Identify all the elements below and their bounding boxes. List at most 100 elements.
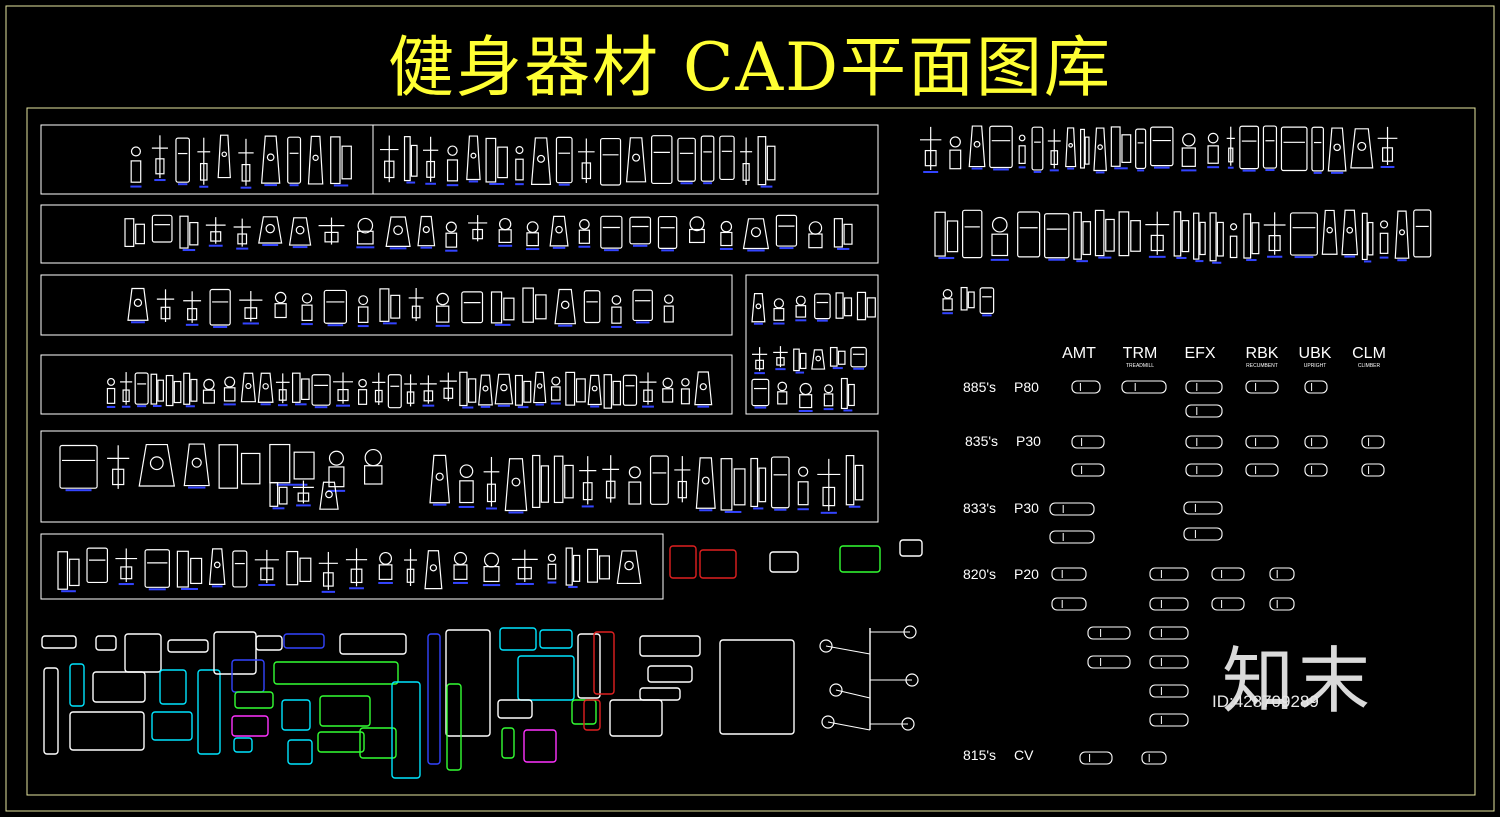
equipment-symbol xyxy=(663,294,674,323)
equipment-symbol xyxy=(1065,127,1077,170)
equipment-symbol xyxy=(257,372,274,406)
colored-equipment-symbol xyxy=(273,661,399,685)
equipment-symbol xyxy=(223,376,236,406)
colored-equipment-symbol xyxy=(583,699,601,731)
colored-equipment-symbol xyxy=(839,545,881,573)
colored-equipment-symbol xyxy=(167,639,209,653)
equipment-symbol xyxy=(934,211,959,260)
cardio-unit-icon xyxy=(1149,567,1189,581)
equipment-symbol xyxy=(1327,127,1347,174)
equipment-symbol xyxy=(408,288,424,322)
equipment-symbol xyxy=(587,548,610,583)
equipment-symbol xyxy=(798,382,813,413)
cable-line xyxy=(825,645,871,655)
colored-equipment-symbol xyxy=(339,633,407,655)
inner-border xyxy=(26,107,1476,796)
cardio-unit-icon xyxy=(1304,380,1328,394)
cable-line xyxy=(827,721,871,731)
cardio-unit-icon xyxy=(1185,404,1223,418)
equipment-symbol xyxy=(611,295,622,328)
equipment-symbol xyxy=(385,216,411,250)
equipment-symbol xyxy=(372,372,386,406)
cardio-unit-icon xyxy=(1183,527,1223,541)
equipment-symbol xyxy=(547,553,557,584)
equipment-symbol xyxy=(151,135,168,182)
equipment-symbol xyxy=(773,346,788,371)
colored-equipment-symbol xyxy=(281,699,311,731)
equipment-symbol xyxy=(1118,211,1141,257)
equipment-symbol xyxy=(459,371,477,409)
equipment-symbol xyxy=(327,450,346,492)
row-series-815: 815's xyxy=(963,747,997,763)
equipment-symbol xyxy=(600,215,623,252)
equipment-symbol xyxy=(1226,126,1235,169)
equipment-symbol xyxy=(1377,126,1398,168)
colored-equipment-symbol xyxy=(287,739,313,765)
cardio-unit-icon xyxy=(1245,435,1279,449)
equipment-symbol xyxy=(674,456,691,503)
colored-equipment-symbol xyxy=(69,663,85,707)
colored-equipment-symbol xyxy=(669,545,697,579)
equipment-symbol xyxy=(514,374,532,409)
cardio-unit-icon xyxy=(1087,626,1131,640)
equipment-symbol xyxy=(695,457,716,512)
equipment-symbol xyxy=(504,458,528,514)
equipment-symbol xyxy=(1135,128,1147,172)
equipment-symbol xyxy=(554,288,577,327)
equipment-symbol xyxy=(494,373,514,407)
equipment-symbol xyxy=(632,289,653,324)
equipment-symbol xyxy=(404,374,417,407)
equipment-symbol xyxy=(179,215,199,252)
cardio-unit-icon xyxy=(1049,502,1095,516)
equipment-symbol xyxy=(275,373,290,407)
equipment-symbol xyxy=(1017,211,1041,258)
equipment-symbol xyxy=(485,137,508,185)
equipment-symbol xyxy=(530,137,552,185)
col-header-trm: TRM xyxy=(1122,345,1158,362)
equipment-symbol xyxy=(829,346,846,370)
equipment-symbol xyxy=(482,552,501,587)
equipment-symbol xyxy=(106,377,116,408)
colored-equipment-symbol xyxy=(539,629,573,649)
equipment-symbol xyxy=(1110,126,1132,170)
colored-equipment-symbol xyxy=(523,729,557,763)
cardio-unit-icon xyxy=(1079,751,1113,765)
equipment-symbol xyxy=(845,454,864,508)
equipment-symbol xyxy=(840,377,855,412)
cardio-unit-icon xyxy=(1183,501,1223,515)
colored-equipment-symbol xyxy=(445,629,491,737)
equipment-symbol xyxy=(1361,212,1374,263)
colored-equipment-symbol xyxy=(647,665,693,683)
equipment-symbol xyxy=(649,455,669,505)
equipment-symbol xyxy=(719,135,735,181)
equipment-symbol xyxy=(435,292,450,327)
equipment-symbol xyxy=(176,550,203,591)
equipment-symbol xyxy=(773,298,785,325)
colored-equipment-symbol xyxy=(497,699,533,719)
equipment-symbol xyxy=(483,456,500,510)
row-series-835: 835's xyxy=(965,433,999,449)
equipment-symbol xyxy=(318,217,345,245)
cardio-unit-icon xyxy=(1049,530,1095,544)
equipment-symbol xyxy=(1181,133,1197,172)
equipment-symbol xyxy=(1229,223,1238,259)
equipment-symbol xyxy=(445,221,458,252)
equipment-symbol xyxy=(1243,213,1260,262)
colored-equipment-symbol xyxy=(283,633,325,649)
watermark-logo: 知末 xyxy=(1222,639,1375,723)
colored-equipment-symbol xyxy=(593,631,615,695)
col-sub-trm: TREADMILL xyxy=(1125,363,1155,369)
equipment-symbol xyxy=(287,136,302,187)
equipment-symbol xyxy=(515,146,524,186)
col-header-efx: EFX xyxy=(1184,345,1216,362)
col-header-ubk: UBK xyxy=(1298,345,1332,362)
colored-equipment-symbol xyxy=(197,669,221,755)
equipment-symbol xyxy=(175,137,190,186)
cardio-unit-icon xyxy=(1361,463,1385,477)
row-series-885: 885's xyxy=(963,379,997,395)
equipment-symbol xyxy=(318,551,338,593)
equipment-symbol xyxy=(1263,212,1286,258)
colored-equipment-symbol xyxy=(391,681,421,779)
equipment-symbol xyxy=(795,295,807,322)
equipment-symbol xyxy=(446,145,459,187)
